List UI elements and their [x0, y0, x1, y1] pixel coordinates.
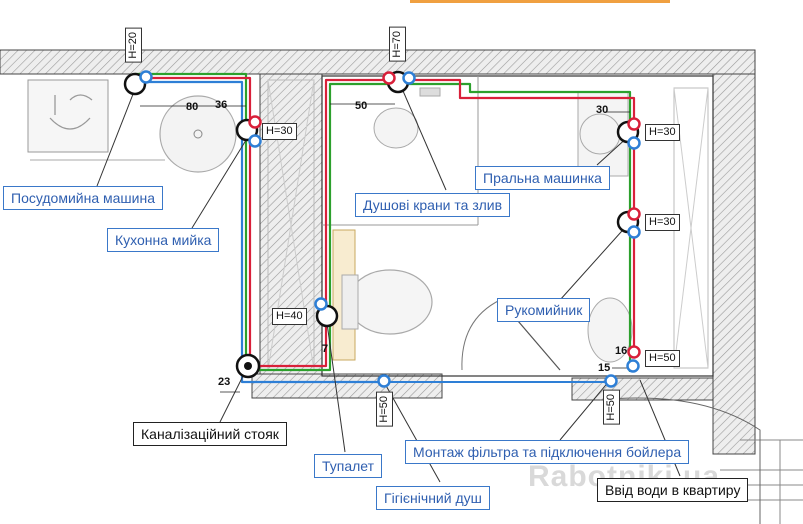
node-bottom-cold — [377, 374, 391, 388]
label-dishwasher: Посудомийна машина — [3, 186, 163, 210]
label-towel-rail: Рукомийник — [497, 298, 591, 322]
right-wall — [712, 73, 756, 455]
drain-pipe — [135, 72, 632, 372]
node-kitchen-sink-hot — [248, 115, 262, 129]
node-washer-mid-hot — [627, 207, 641, 221]
top-strip — [410, 0, 670, 3]
node-washer-top-hot — [627, 117, 641, 131]
toilet-tank — [341, 274, 359, 330]
leader-lines — [96, 83, 681, 483]
label-filter-boiler: Монтаж фільтра та підключення бойлера — [405, 440, 690, 464]
dimension-16: 16 — [615, 345, 628, 357]
height-tag-sink-right: H=50 — [645, 350, 680, 367]
label-water-inlet: Ввід води в квартиру — [597, 478, 749, 502]
label-washing-machine: Пральна машинка — [475, 166, 610, 190]
shower-basin — [373, 107, 419, 149]
toilet-bowl — [347, 269, 433, 335]
cold-pipe — [145, 80, 384, 384]
label-kitchen-sink: Кухонна мийка — [107, 228, 220, 252]
height-tag-bottom-mid: H=50 — [376, 392, 393, 427]
height-tag-toilet: H=40 — [272, 308, 307, 325]
dimension-80: 80 — [186, 101, 199, 113]
kitchen-sink-bowl — [159, 95, 237, 173]
door-arc-bottom — [599, 397, 761, 524]
bathroom-outline — [321, 75, 714, 377]
dimension-23: 23 — [218, 376, 231, 388]
node-washer-top-cold — [627, 136, 641, 150]
label-toilet: Тупалет — [314, 454, 383, 478]
node-kitchen-sink-cold — [248, 134, 262, 148]
node-shower-cold — [402, 71, 416, 85]
dishwasher-symbol — [49, 94, 93, 130]
height-tag-kitchen-sink: H=30 — [262, 123, 297, 140]
height-tag-bottom-right: H=50 — [603, 390, 620, 425]
label-shower: Душові крани та злив — [355, 193, 511, 217]
height-tag-washer-top: H=30 — [645, 124, 680, 141]
dimension-50: 50 — [355, 100, 368, 112]
node-sewer-riser-inner — [244, 362, 252, 370]
upper-wall — [0, 49, 756, 75]
hot-pipe — [140, 76, 636, 368]
connection-points — [123, 70, 641, 388]
right-basin — [587, 297, 633, 363]
node-inlet — [604, 374, 618, 388]
shower-tray-edge — [419, 87, 441, 97]
label-sewer-riser: Каналізаційний стояк — [133, 422, 287, 446]
dimension-15: 15 — [598, 362, 611, 374]
bottom-wall-left — [251, 373, 443, 399]
node-dishwasher-cold — [139, 70, 153, 84]
node-toilet-cold — [314, 297, 328, 311]
door-swing — [461, 299, 501, 371]
dimension-30: 30 — [596, 104, 609, 116]
pipe-network — [135, 72, 636, 384]
node-shower-hot — [382, 71, 396, 85]
node-washer-mid-cold — [627, 225, 641, 239]
height-tag-dishwasher: H=20 — [125, 28, 142, 63]
height-tag-shower: H=70 — [389, 27, 406, 62]
dimension-7: 7 — [322, 343, 329, 355]
cabinet-right-x2 — [673, 87, 709, 369]
node-sink-right-cold — [626, 359, 640, 373]
node-sink-right-hot — [627, 345, 641, 359]
dishwasher-block — [27, 79, 109, 153]
label-hygienic-shower: Гігієнічний душ — [376, 486, 490, 510]
dimension-36: 36 — [215, 99, 228, 111]
kitchen-sink-drain — [193, 129, 203, 139]
height-tag-washer-mid: H=30 — [645, 214, 680, 231]
